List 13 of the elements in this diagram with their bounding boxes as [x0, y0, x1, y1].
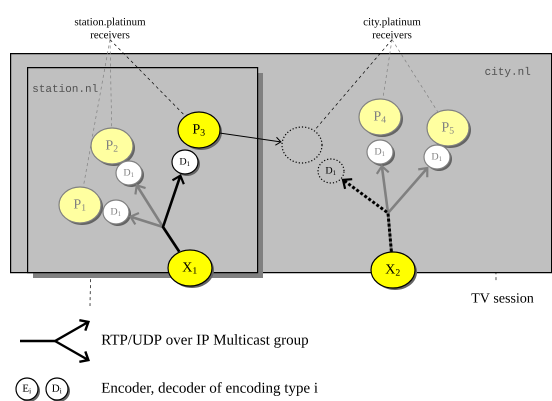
legend-text: Encoder, decoder of encoding type i [102, 382, 318, 396]
leader-line [110, 39, 112, 128]
legend-text: RTP/UDP over IP Multicast group [102, 334, 308, 348]
arrow [342, 178, 393, 252]
arrow [220, 132, 282, 146]
curve-label: TV session [471, 293, 534, 303]
leader-line [314, 39, 392, 131]
dotted-circle [281, 126, 323, 164]
callout-text: station.platinum receivers [74, 18, 146, 38]
leader-line [110, 39, 186, 116]
callout-text: city.platinum receivers [364, 18, 421, 38]
arrow [162, 174, 185, 252]
leader-line [392, 39, 438, 112]
